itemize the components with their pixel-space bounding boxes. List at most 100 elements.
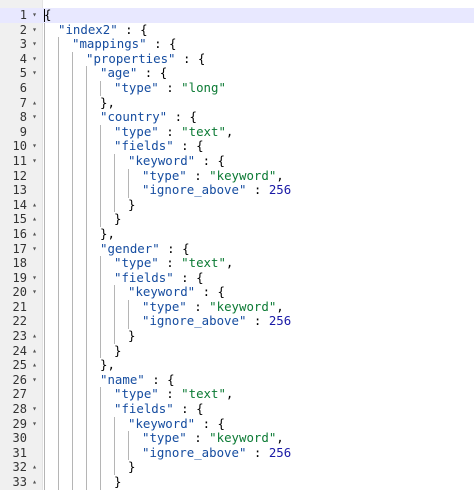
indent-guide (100, 431, 114, 446)
json-punctuation: : { (137, 65, 168, 81)
code-line[interactable]: 17▾"gender" : { (0, 241, 474, 257)
code-lines[interactable]: 1▾{2▾"index2" : {3▾"mappings" : {4▾"prop… (0, 7, 474, 490)
code-line[interactable]: 9"type" : "text", (0, 123, 474, 140)
indent-guide (58, 475, 72, 490)
indent-guide (100, 299, 114, 315)
indent-guide (44, 37, 58, 52)
json-punctuation: : { (195, 152, 225, 168)
indent-guide (72, 431, 86, 446)
code-line[interactable]: 25▴}, (0, 357, 474, 373)
code-text: "keyword" : { (44, 416, 225, 432)
line-number: 22 (12, 314, 27, 329)
fold-arrow-down-icon[interactable]: ▾ (32, 39, 37, 49)
json-punctuation: , (276, 298, 284, 314)
json-number: 256 (268, 444, 292, 460)
code-line[interactable]: 5▾"age" : { (0, 66, 474, 81)
code-line[interactable]: 13"ignore_above" : 256 (0, 182, 474, 198)
indent-guide (44, 431, 58, 446)
code-line[interactable]: 1▾{ (0, 7, 474, 23)
code-line[interactable]: 19▾"fields" : { (0, 269, 474, 286)
code-line[interactable]: 11▾"keyword" : { (0, 152, 474, 169)
code-line[interactable]: 20▾"keyword" : { (0, 284, 474, 300)
fold-arrow-down-icon[interactable]: ▾ (32, 141, 37, 151)
code-line[interactable]: 22 "ignore_above" : 256 (0, 314, 474, 330)
code-line[interactable]: 31"ignore_above" : 256 (0, 444, 474, 461)
fold-arrow-down-icon[interactable]: ▾ (32, 10, 37, 19)
code-line[interactable]: 23▴} (0, 328, 474, 344)
json-key: "country" (100, 109, 168, 125)
indent-guide (58, 285, 72, 300)
fold-arrow-down-icon[interactable]: ▾ (32, 155, 37, 165)
code-line[interactable]: 21"type" : "keyword", (0, 298, 474, 315)
code-line[interactable]: 32▴} (0, 460, 474, 475)
code-line[interactable]: 15▴} (0, 212, 474, 227)
indent-guide (58, 124, 72, 140)
code-line[interactable]: 2▾"index2" : { (0, 22, 474, 38)
code-line[interactable]: 10▾"fields" : { (0, 139, 474, 154)
code-line[interactable]: 18"type" : "text", (0, 255, 474, 271)
fold-arrow-down-icon[interactable]: ▾ (32, 68, 37, 78)
code-line[interactable]: 30"type" : "keyword", (0, 430, 474, 446)
fold-arrow-down-icon[interactable]: ▾ (32, 418, 37, 428)
fold-arrow-up-icon[interactable]: ▴ (32, 345, 37, 355)
indent-guide (114, 329, 128, 344)
fold-arrow-up-icon[interactable]: ▴ (32, 462, 37, 472)
json-punctuation: : (158, 123, 182, 139)
code-line[interactable]: 28▾"fields" : { (0, 401, 474, 417)
code-line[interactable]: 7▴}, (0, 95, 474, 111)
code-line[interactable]: 16▴}, (0, 226, 474, 242)
code-line[interactable]: 4▾"properties" : { (0, 51, 474, 67)
code-line[interactable]: 29▾"keyword" : { (0, 416, 474, 432)
line-number: 21 (12, 299, 27, 314)
json-key: "keyword" (128, 152, 196, 168)
fold-arrow-down-icon[interactable]: ▾ (32, 272, 37, 282)
code-line[interactable]: 26▾"name" : { (0, 372, 474, 388)
line-number: 19 (12, 270, 27, 285)
code-line[interactable]: 33▴} (0, 474, 474, 490)
code-line[interactable]: 27"type" : "text", (0, 387, 474, 403)
fold-arrow-down-icon[interactable]: ▾ (32, 243, 37, 253)
indent-guide (58, 314, 72, 330)
fold-arrow-up-icon[interactable]: ▴ (32, 360, 37, 370)
fold-arrow-up-icon[interactable]: ▴ (32, 331, 37, 341)
fold-arrow-up-icon[interactable]: ▴ (32, 97, 37, 107)
code-line[interactable]: 12"type" : "keyword", (0, 167, 474, 184)
indent-guide (72, 372, 86, 388)
code-line[interactable]: 14▴} (0, 197, 474, 213)
json-punctuation: : { (173, 269, 204, 285)
indent-guide (44, 285, 58, 300)
indent-guide (86, 241, 100, 257)
json-punctuation: } (114, 342, 122, 358)
fold-arrow-up-icon[interactable]: ▴ (32, 477, 37, 486)
json-punctuation: , (276, 167, 284, 183)
fold-arrow-up-icon[interactable]: ▴ (32, 199, 37, 209)
json-punctuation: } (128, 459, 136, 475)
indent-guide (58, 183, 72, 198)
code-line[interactable]: 6"type" : "long" (0, 80, 474, 96)
code-text: "ignore_above" : 256 (44, 314, 291, 330)
fold-arrow-up-icon[interactable]: ▴ (32, 228, 37, 238)
json-punctuation: : (186, 167, 210, 183)
indent-guide (86, 416, 100, 432)
line-number-gutter (0, 0, 43, 490)
indent-guide (72, 241, 86, 257)
indent-guide (100, 314, 114, 330)
indent-guide (86, 226, 100, 242)
indent-guide (72, 460, 86, 475)
fold-arrow-down-icon[interactable]: ▾ (32, 112, 37, 122)
fold-arrow-down-icon[interactable]: ▾ (32, 24, 37, 34)
code-text: "name" : { (44, 372, 175, 388)
fold-arrow-down-icon[interactable]: ▾ (32, 404, 37, 414)
fold-arrow-down-icon[interactable]: ▾ (32, 287, 37, 297)
code-line[interactable]: 8▾"country" : { (0, 109, 474, 125)
indent-guide (58, 270, 72, 286)
indent-guide (114, 299, 128, 315)
indent-guide (72, 110, 86, 125)
fold-arrow-down-icon[interactable]: ▾ (32, 374, 37, 384)
fold-arrow-up-icon[interactable]: ▴ (32, 214, 37, 224)
json-punctuation: : { (173, 401, 204, 417)
fold-arrow-down-icon[interactable]: ▾ (32, 53, 37, 63)
code-line[interactable]: 24▴} (0, 342, 474, 359)
code-line[interactable]: 3▾"mappings" : { (0, 36, 474, 52)
